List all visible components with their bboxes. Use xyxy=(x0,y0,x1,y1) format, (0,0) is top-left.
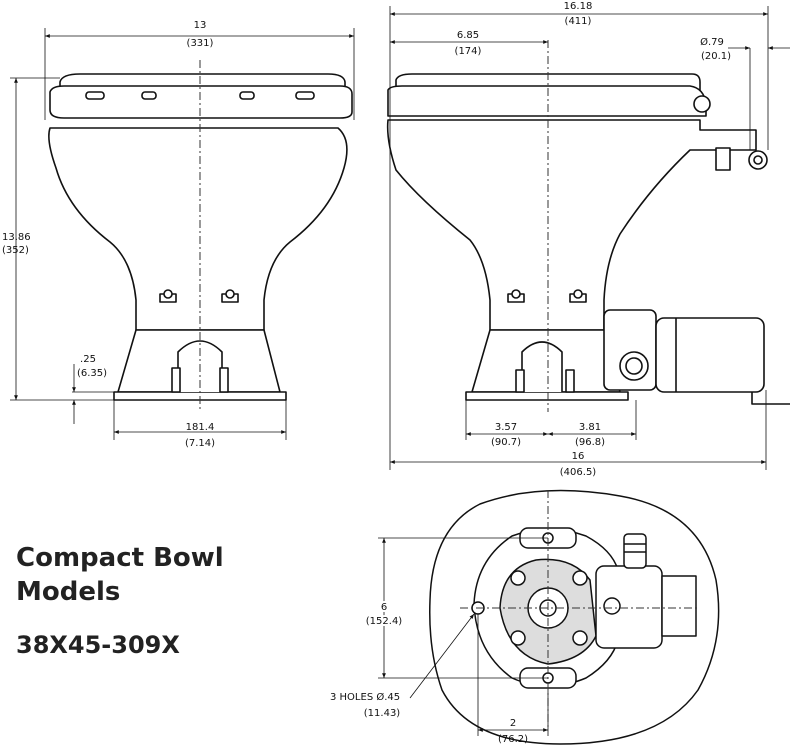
side-length-mm-label: (411) xyxy=(565,16,592,27)
front-base-width-in-label: (7.14) xyxy=(185,438,215,449)
side-foot-b xyxy=(565,369,575,393)
side-center-label: 6.85 xyxy=(457,30,479,41)
bottom-nut-b xyxy=(572,570,588,586)
side-inlet-dia-label: Ø.79 xyxy=(700,36,724,48)
side-cutout xyxy=(521,341,563,392)
front-bolt-right xyxy=(221,289,239,303)
bottom-holes-label: 3 HOLES Ø.45 xyxy=(330,691,400,703)
side-inlet-fitting xyxy=(715,147,731,171)
bottom-nut-d xyxy=(572,630,588,646)
side-inlet-core xyxy=(753,155,763,165)
front-bolt-left xyxy=(159,289,177,303)
model-number: 38X45-309X xyxy=(16,631,180,659)
side-hinge-knob xyxy=(693,95,711,113)
side-base xyxy=(465,391,629,401)
side-bowl xyxy=(386,119,757,331)
bottom-holes-mm-label: (11.43) xyxy=(364,708,401,719)
side-length-label: 16.18 xyxy=(564,1,593,12)
front-hinge-right xyxy=(295,91,315,100)
front-view xyxy=(48,73,353,401)
bottom-span-mm-label: (152.4) xyxy=(366,616,403,627)
front-height-mm-label: (352) xyxy=(2,245,29,256)
side-base-front-label: 3.81 xyxy=(579,422,601,433)
side-base-rear-label: 3.57 xyxy=(495,422,517,433)
front-foot-left xyxy=(171,367,181,393)
front-foot-right xyxy=(219,367,229,393)
front-width-label: 13 xyxy=(194,20,207,31)
bottom-nut-a xyxy=(510,570,526,586)
side-seat xyxy=(387,85,707,117)
title-line-1: Compact Bowl xyxy=(16,543,224,573)
bottom-offset-mm-label: (76.2) xyxy=(498,734,528,745)
side-base-front-mm-label: (96.8) xyxy=(575,437,605,448)
side-base-length-mm-label: (406.5) xyxy=(560,467,597,478)
title-line-2: Models xyxy=(16,577,121,607)
front-base-thickness-label: .25 xyxy=(80,354,96,365)
front-base-thickness-mm-label: (6.35) xyxy=(77,368,107,379)
front-dimensions xyxy=(10,28,355,440)
front-hinge-left xyxy=(85,91,105,100)
bottom-view xyxy=(429,489,720,745)
front-base-width-label: 181.4 xyxy=(186,422,215,433)
front-seat xyxy=(49,85,353,119)
front-hinge-mid xyxy=(141,91,157,100)
front-hinge-mid2 xyxy=(239,91,255,100)
side-bolt-a xyxy=(507,289,525,303)
bottom-pump-outlet xyxy=(623,533,647,569)
side-foot-a xyxy=(515,369,525,393)
bottom-dimensions xyxy=(378,537,549,736)
front-width-mm-label: (331) xyxy=(187,38,214,49)
front-bowl xyxy=(48,127,348,331)
bottom-offset-label: 2 xyxy=(510,718,516,729)
side-inlet-dia-mm-label: (20.1) xyxy=(701,51,731,62)
side-center-mm-label: (174) xyxy=(455,46,482,57)
side-motor xyxy=(655,317,765,393)
side-base-length-label: 16 xyxy=(572,451,585,462)
side-motor-bracket xyxy=(751,392,790,405)
side-base-rear-mm-label: (90.7) xyxy=(491,437,521,448)
bottom-span-label: 6 xyxy=(381,602,387,613)
bottom-pump-port xyxy=(603,597,621,615)
front-height-label: 13.86 xyxy=(2,232,31,243)
bottom-motor xyxy=(661,575,697,637)
side-pump-outlet-core xyxy=(625,357,643,375)
side-bolt-b xyxy=(569,289,587,303)
bottom-nut-c xyxy=(510,630,526,646)
side-dimensions xyxy=(389,6,790,470)
side-view xyxy=(386,73,790,405)
